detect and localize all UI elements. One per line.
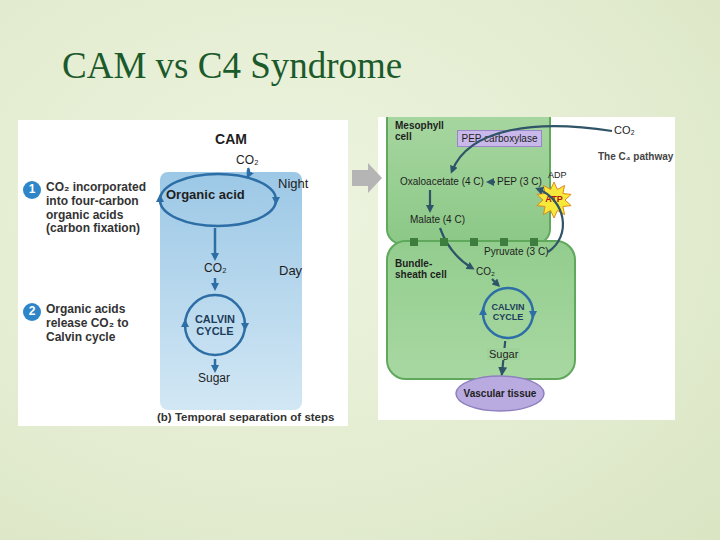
plasmodesmata — [410, 238, 538, 246]
band-outline — [160, 172, 302, 410]
node-text: CALVIN CYCLE — [484, 289, 532, 337]
node-text: CALVIN CYCLE — [187, 297, 243, 353]
diagram-label: CO₂ — [236, 154, 259, 168]
calvin-cycle: CALVIN CYCLE — [480, 285, 536, 341]
node-text: PEP carboxylase — [457, 130, 542, 147]
diagram-label: Pyruvate (3 C) — [484, 246, 548, 258]
cycle-arrowhead — [272, 197, 280, 205]
cam-arrows — [160, 168, 276, 370]
node-text: 1 — [23, 181, 41, 199]
page-title: CAM vs C4 Syndrome — [62, 44, 402, 87]
diagram-label: Sugar — [198, 372, 230, 386]
diagram-label: CO₂ — [476, 266, 495, 278]
diagram-label: ADP — [548, 170, 567, 180]
diagram-label: Night — [278, 177, 308, 192]
diagram-label: Malate (4 C) — [410, 214, 465, 226]
node-text: Bundle-sheath cell — [395, 258, 447, 280]
arrow — [214, 278, 217, 288]
cycle-arrowhead — [156, 194, 164, 202]
diagram-label: (b) Temporal separation of steps — [157, 411, 334, 424]
edge-label: Sugar — [487, 348, 520, 361]
calvin-cycle: CALVIN CYCLE — [182, 292, 248, 358]
arrow — [214, 228, 217, 258]
node-text: ATP — [536, 182, 572, 218]
enzyme-box: PEP carboxylase — [457, 130, 542, 147]
arrow — [440, 228, 472, 268]
node-text: CAM — [181, 132, 281, 147]
left-panel — [18, 120, 348, 426]
vascular-tissue: Vascular tissue — [455, 375, 545, 412]
c4-arrows — [430, 126, 612, 285]
arrow — [429, 190, 431, 210]
diagram-label: Oxaloacetate (4 C) — [400, 176, 484, 188]
diagram-label: CO₂ — [204, 262, 227, 276]
arrow — [248, 168, 249, 176]
arrow — [214, 359, 217, 370]
diagram-label: Day — [279, 264, 302, 279]
arrow — [489, 181, 495, 183]
arrow — [492, 279, 498, 285]
diagram-label: Organic acid — [166, 188, 245, 203]
organic-acid-cycle — [160, 174, 276, 226]
pointer-arrow — [352, 163, 382, 193]
arrow — [452, 126, 612, 171]
callout-number: 1 — [23, 181, 41, 199]
right-panel — [378, 117, 675, 420]
diagram-label: CO₂ incorporated into four-carbon organi… — [46, 181, 158, 236]
diagram-label: The C₄ pathway — [598, 151, 678, 163]
cam-band: CAMCALVIN CYCLE — [160, 172, 302, 410]
node-text: Mesophyll cell — [395, 120, 453, 142]
diagram-label: CO₂ — [614, 124, 635, 137]
atp-star: ATP — [536, 182, 572, 218]
bundle-sheath-cell: Bundle-sheath cellCALVIN CYCLE — [386, 240, 576, 380]
node-text: 2 — [23, 303, 41, 321]
node-text: Vascular tissue — [455, 375, 545, 412]
arrow — [538, 189, 563, 252]
diagram-label: PEP (3 C) — [497, 176, 542, 188]
callout-number: 2 — [23, 303, 41, 321]
diagram-label: Organic acids release CO₂ to Calvin cycl… — [46, 303, 156, 344]
